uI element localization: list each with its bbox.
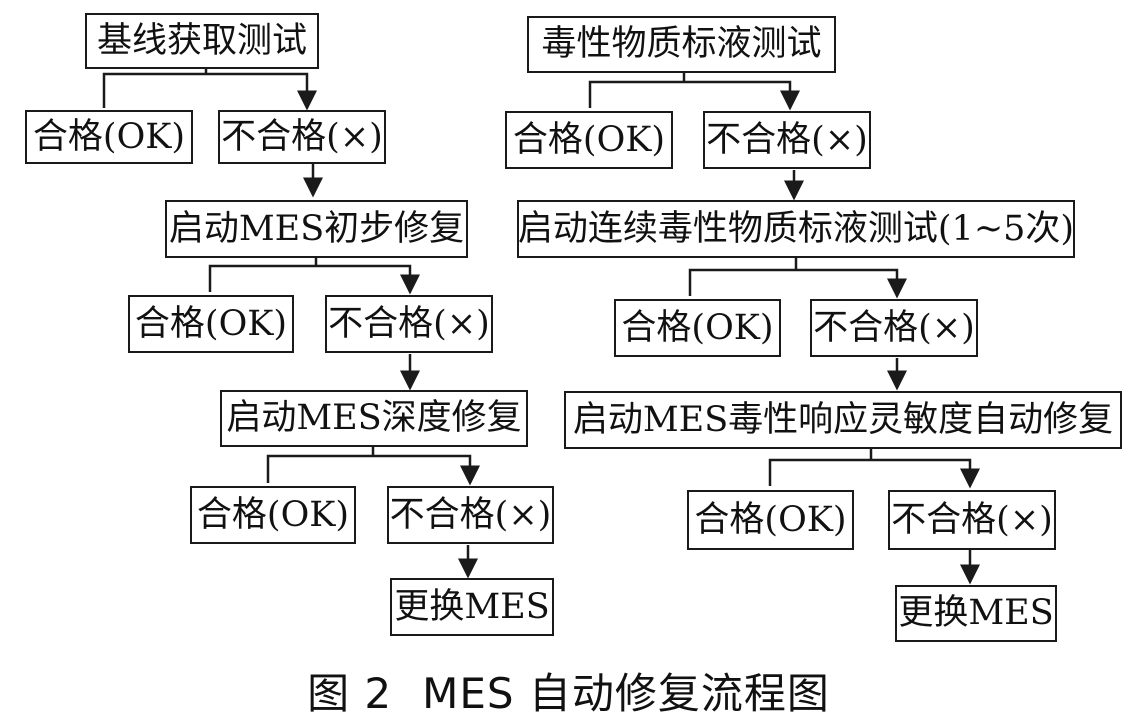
right-l3-fail-box: 不合格(×) bbox=[888, 490, 1056, 550]
figure-caption: 图 2 MES 自动修复流程图 bbox=[0, 660, 1137, 721]
left-l3-fail-box: 不合格(×) bbox=[387, 486, 554, 544]
left-l1-fail-box: 不合格(×) bbox=[218, 110, 386, 164]
right-l3-ok-box: 合格(OK) bbox=[687, 490, 854, 550]
left-l3-ok-box: 合格(OK) bbox=[190, 486, 356, 544]
right-l1-ok-box: 合格(OK) bbox=[505, 111, 673, 169]
connector-deep-repair-split bbox=[266, 454, 480, 486]
right-l2-fail-box: 不合格(×) bbox=[810, 299, 978, 357]
connector-initial-repair-split bbox=[208, 264, 420, 295]
initial-repair-box: 启动MES初步修复 bbox=[165, 200, 468, 258]
connector-sensitivity-repair-split bbox=[768, 458, 980, 489]
figure-label: 图 2 bbox=[307, 669, 393, 718]
continuous-test-box: 启动连续毒性物质标液测试(1~5次) bbox=[517, 200, 1075, 258]
connector-continuous-test-split bbox=[688, 268, 907, 299]
toxic-test-box: 毒性物质标液测试 bbox=[527, 16, 836, 73]
left-l1-ok-box: 合格(OK) bbox=[25, 110, 193, 164]
connector-toxic-test-split bbox=[588, 80, 800, 111]
baseline-test-box: 基线获取测试 bbox=[85, 13, 319, 69]
left-replace-mes-box: 更换MES bbox=[390, 578, 554, 636]
right-replace-mes-box: 更换MES bbox=[895, 585, 1057, 642]
connector-baseline-split bbox=[102, 72, 317, 111]
left-l2-ok-box: 合格(OK) bbox=[128, 295, 294, 353]
right-l2-ok-box: 合格(OK) bbox=[614, 299, 781, 357]
deep-repair-box: 启动MES深度修复 bbox=[220, 390, 528, 447]
sensitivity-repair-box: 启动MES毒性响应灵敏度自动修复 bbox=[564, 391, 1122, 449]
figure-title: MES 自动修复流程图 bbox=[422, 669, 830, 718]
left-l2-fail-box: 不合格(×) bbox=[325, 295, 493, 353]
right-l1-fail-box: 不合格(×) bbox=[703, 111, 871, 169]
